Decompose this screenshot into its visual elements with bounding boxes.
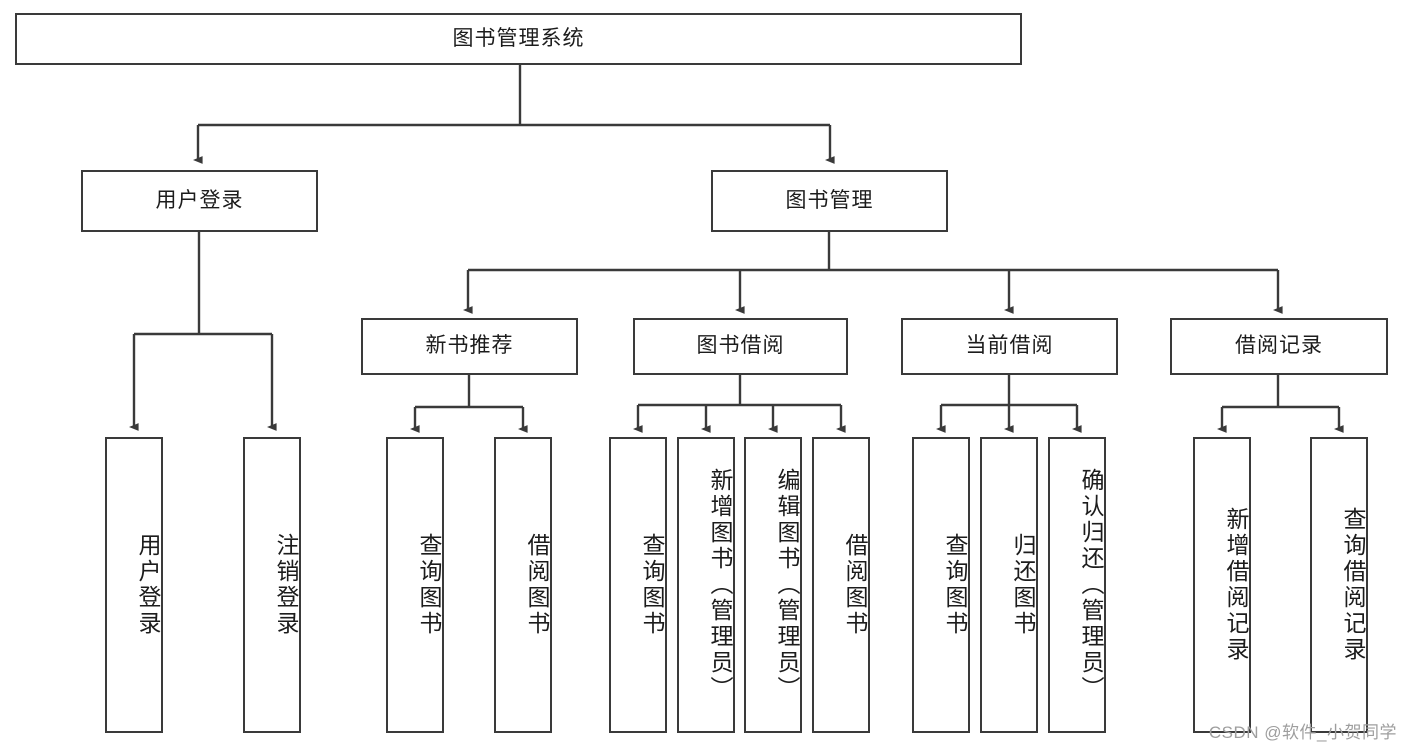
leaf-user-login-login[interactable]: 用户登录 bbox=[105, 437, 163, 733]
node-book-borrowing[interactable]: 图书借阅 bbox=[633, 318, 848, 375]
node-label: 归还图书 bbox=[1010, 533, 1036, 637]
node-user-login[interactable]: 用户登录 bbox=[81, 170, 318, 232]
node-label: 图书管理 bbox=[785, 188, 874, 212]
node-new-book-recommendation[interactable]: 新书推荐 bbox=[361, 318, 578, 375]
node-label: 查询图书 bbox=[639, 533, 665, 637]
leaf-book-borrow-add[interactable]: 新增图书（管理员） bbox=[677, 437, 735, 733]
leaf-book-borrow-borrow[interactable]: 借阅图书 bbox=[812, 437, 870, 733]
node-label: 确认归还（管理员） bbox=[1078, 468, 1104, 702]
leaf-user-login-logout[interactable]: 注销登录 bbox=[243, 437, 301, 733]
node-label: 当前借阅 bbox=[965, 334, 1054, 358]
leaf-borrow-record-query[interactable]: 查询借阅记录 bbox=[1310, 437, 1368, 733]
leaf-current-borrow-query[interactable]: 查询图书 bbox=[912, 437, 970, 733]
node-book-management[interactable]: 图书管理 bbox=[711, 170, 948, 232]
leaf-current-borrow-confirm-return[interactable]: 确认归还（管理员） bbox=[1048, 437, 1106, 733]
node-label: 用户登录 bbox=[135, 533, 161, 637]
node-label: 新增借阅记录 bbox=[1223, 507, 1249, 663]
node-label: 新增图书（管理员） bbox=[707, 468, 733, 702]
node-label: 借阅记录 bbox=[1235, 334, 1323, 358]
leaf-book-borrow-edit[interactable]: 编辑图书（管理员） bbox=[744, 437, 802, 733]
leaf-new-book-query[interactable]: 查询图书 bbox=[386, 437, 444, 733]
node-label: 图书借阅 bbox=[696, 334, 785, 358]
node-label: 查询借阅记录 bbox=[1340, 507, 1366, 663]
node-label: 注销登录 bbox=[273, 533, 299, 637]
node-root-book-management-system[interactable]: 图书管理系统 bbox=[15, 13, 1022, 65]
node-label: 新书推荐 bbox=[425, 334, 514, 358]
leaf-book-borrow-query[interactable]: 查询图书 bbox=[609, 437, 667, 733]
node-label: 用户登录 bbox=[155, 188, 244, 212]
node-current-borrowing[interactable]: 当前借阅 bbox=[901, 318, 1118, 375]
node-label: 查询图书 bbox=[416, 533, 442, 637]
node-label: 图书管理系统 bbox=[452, 26, 585, 50]
leaf-new-book-borrow[interactable]: 借阅图书 bbox=[494, 437, 552, 733]
node-label: 查询图书 bbox=[942, 533, 968, 637]
leaf-current-borrow-return[interactable]: 归还图书 bbox=[980, 437, 1038, 733]
node-label: 借阅图书 bbox=[842, 533, 868, 637]
node-label: 编辑图书（管理员） bbox=[774, 468, 800, 702]
node-label: 借阅图书 bbox=[524, 533, 550, 637]
leaf-borrow-record-add[interactable]: 新增借阅记录 bbox=[1193, 437, 1251, 733]
watermark-text: CSDN @软件_小贺同学 bbox=[1208, 723, 1397, 742]
node-borrowing-record[interactable]: 借阅记录 bbox=[1170, 318, 1388, 375]
